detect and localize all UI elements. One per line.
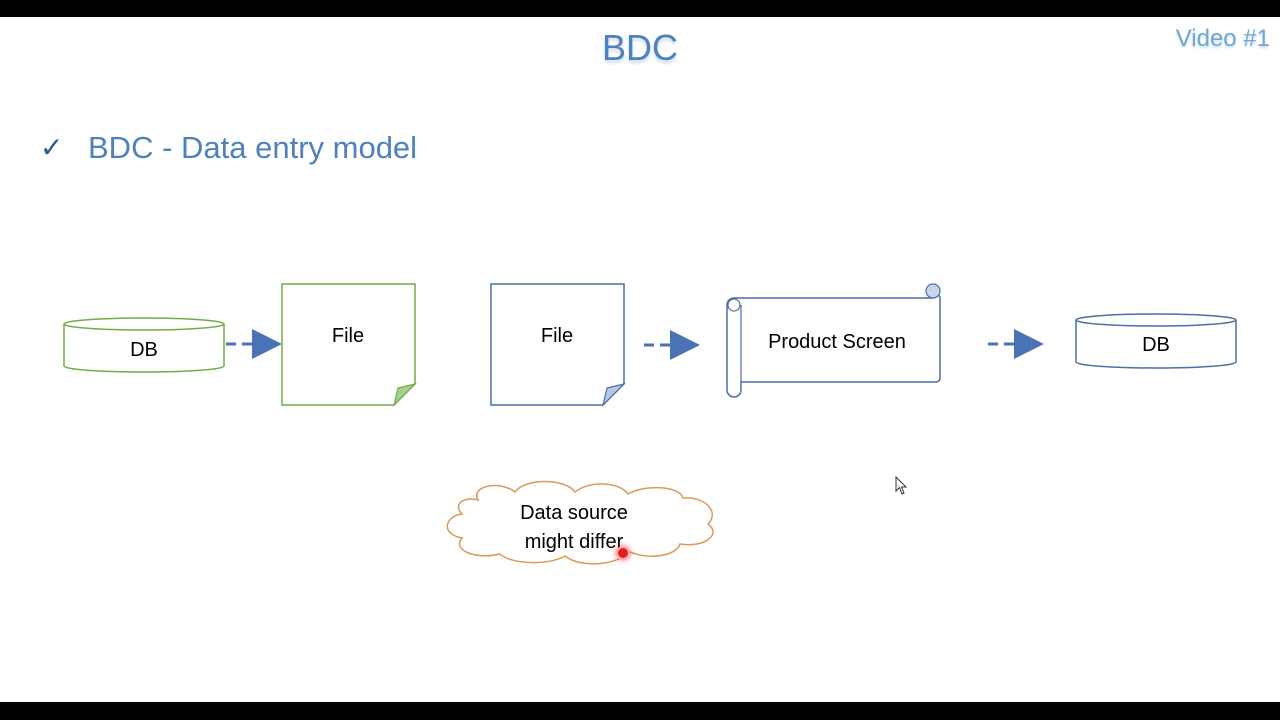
source-db-label: DB: [130, 339, 158, 361]
video-tag: Video #1: [1175, 25, 1270, 52]
cloud-line-1: Data source: [520, 502, 628, 524]
bullet-item: ✓ BDC - Data entry model: [40, 130, 417, 166]
cloud-line-2: might differ: [525, 531, 624, 553]
product-screen-label: Product Screen: [768, 331, 906, 353]
source-file-node: File: [281, 283, 417, 407]
product-screen-node: Product Screen: [726, 283, 941, 398]
target-file-node: File: [490, 283, 626, 407]
slide: BDC Video #1 ✓ BDC - Data entry model DB…: [0, 17, 1280, 702]
laser-pointer-icon: [616, 546, 630, 560]
cloud-callout: Data source might differ: [446, 480, 714, 565]
source-db-node: DB: [63, 317, 225, 373]
target-file-label: File: [541, 325, 573, 347]
bullet-text: BDC - Data entry model: [88, 130, 418, 165]
target-db-label: DB: [1142, 334, 1170, 356]
slide-title: BDC: [601, 27, 678, 68]
checkmark-icon: ✓: [40, 131, 64, 164]
mouse-cursor-icon: [895, 476, 908, 495]
source-file-label: File: [332, 325, 364, 347]
flow-diagram: DB File File Product Screen: [63, 283, 1237, 565]
target-db-node: DB: [1075, 313, 1237, 369]
